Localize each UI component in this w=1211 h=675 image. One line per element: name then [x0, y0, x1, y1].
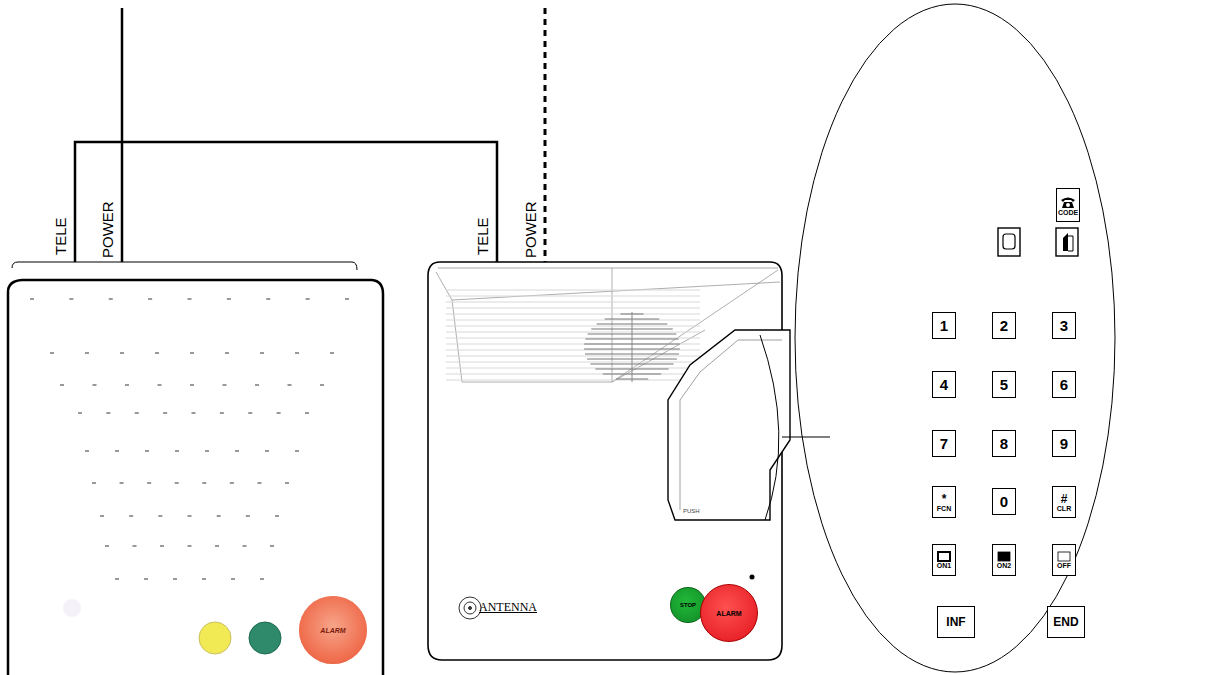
code-key: CODE	[1056, 188, 1080, 222]
key-label: ALARM	[320, 627, 345, 634]
key-label: INF	[946, 616, 965, 628]
wire-label: POWER	[523, 201, 539, 258]
key-label: 3	[1060, 318, 1068, 333]
keypad-key: 9	[1052, 430, 1076, 457]
keypad-key: 3	[1052, 312, 1076, 339]
wire-label: TELE	[53, 217, 69, 255]
key-label: STOP	[680, 602, 696, 608]
key-label: 0	[1000, 494, 1008, 509]
indoor-unit	[8, 262, 383, 675]
key-label: END	[1053, 616, 1078, 628]
key-label: CLR	[1057, 505, 1071, 512]
mode-icon	[997, 551, 1011, 562]
key-label: FCN	[937, 505, 951, 512]
key-label: ALARM	[716, 610, 741, 617]
keypad-key: 6	[1052, 371, 1076, 398]
keypad-key: 5	[992, 371, 1016, 398]
keypad-key: ON2	[992, 544, 1016, 576]
keypad-key: 1	[932, 312, 956, 339]
phone-icon	[1060, 195, 1076, 209]
key-label: #	[1061, 493, 1068, 505]
key-label: 6	[1060, 377, 1068, 392]
wire-label: POWER	[100, 201, 116, 258]
door-label: PUSH	[683, 508, 700, 514]
wires	[75, 8, 545, 262]
key-label: 9	[1060, 436, 1068, 451]
key-label: 8	[1000, 436, 1008, 451]
keypad-key: INF	[937, 606, 975, 638]
alarm-button: ALARM	[299, 596, 367, 664]
antenna-unit	[428, 262, 830, 660]
keypad-key: END	[1047, 606, 1085, 638]
key-label: *	[942, 493, 947, 505]
key-label: CODE	[1058, 209, 1078, 216]
keypad-key: *FCN	[932, 486, 956, 518]
wire-label: TELE	[475, 217, 491, 255]
keypad-key: 0	[992, 488, 1016, 515]
key-label: 1	[940, 318, 948, 333]
keypad-key: 2	[992, 312, 1016, 339]
keypad-key: ON1	[932, 544, 956, 576]
icon-keys	[998, 228, 1078, 256]
keypad-key: #CLR	[1052, 486, 1076, 518]
keypad-key: 7	[932, 430, 956, 457]
key-label: 2	[1000, 318, 1008, 333]
key-label: ON2	[997, 562, 1011, 569]
mode-icon	[1057, 551, 1071, 562]
keypad-key: 4	[932, 371, 956, 398]
key-label: ON1	[937, 562, 951, 569]
mode-icon	[937, 551, 951, 562]
keypad-key: 8	[992, 430, 1016, 457]
key-label: 4	[940, 377, 948, 392]
alarm-button: ALARM	[700, 584, 758, 642]
key-label: OFF	[1057, 562, 1071, 569]
key-label: 7	[940, 436, 948, 451]
key-label: 5	[1000, 377, 1008, 392]
keypad-key: OFF	[1052, 544, 1076, 576]
brand-logo: ANTENNA	[479, 600, 537, 615]
detail-ellipse	[795, 4, 1115, 672]
